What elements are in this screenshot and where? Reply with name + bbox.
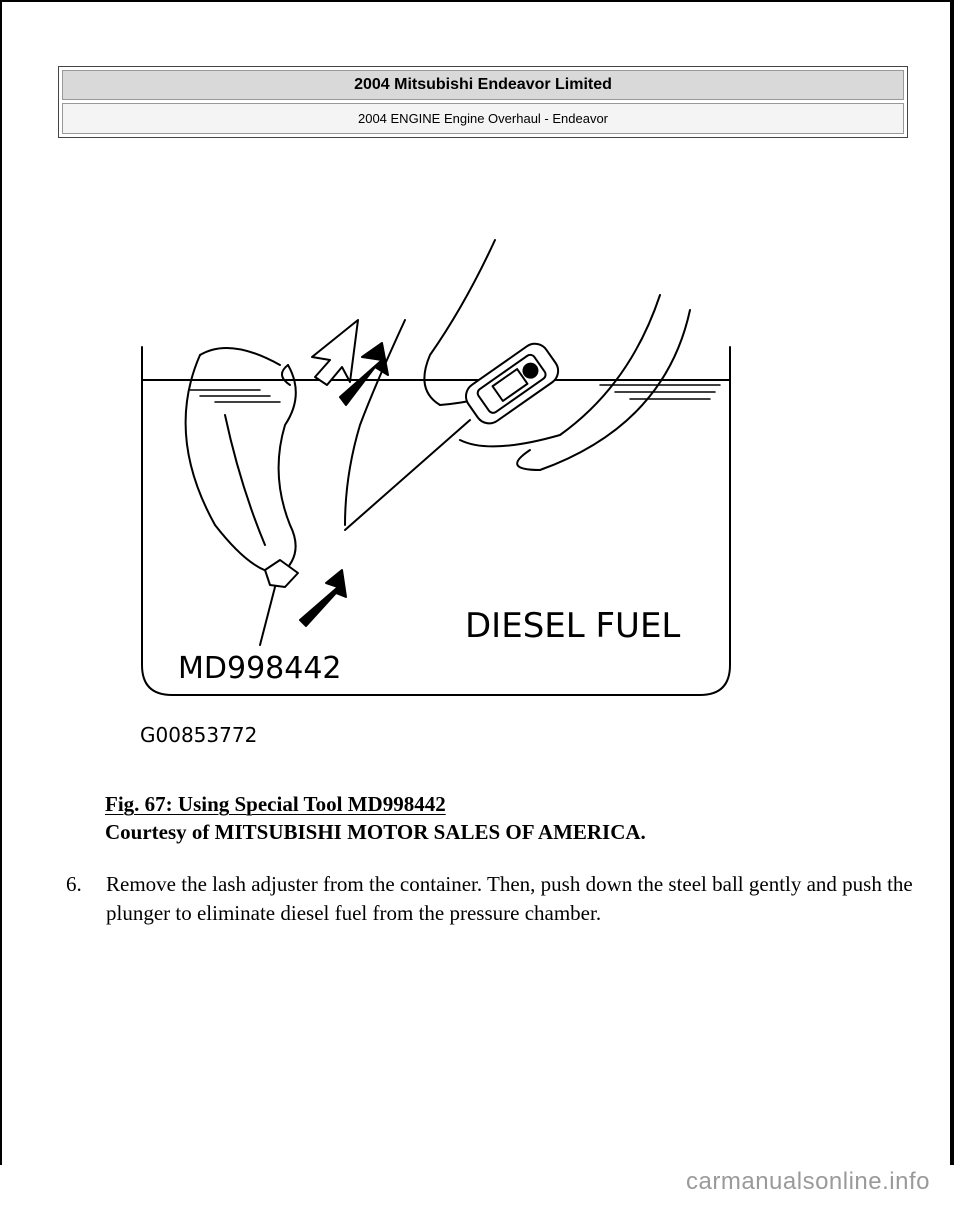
fuel-container (141, 346, 731, 696)
tool-number-label: MD998442 (178, 651, 342, 686)
step-text: Remove the lash adjuster from the contai… (106, 872, 913, 925)
arrow-up-icon (339, 342, 389, 406)
figure-title-link[interactable]: Fig. 67: Using Special Tool MD998442 (105, 792, 446, 816)
page-frame (0, 0, 954, 1165)
graphic-id-label: G00853772 (140, 723, 257, 747)
document-header: 2004 Mitsubishi Endeavor Limited 2004 EN… (58, 66, 908, 138)
figure-caption: Fig. 67: Using Special Tool MD998442 Cou… (105, 790, 905, 846)
left-hand-icon (184, 319, 406, 576)
right-hand-icon (423, 239, 691, 471)
arrow-outline-icon (311, 319, 359, 386)
step-number: 6. (66, 872, 82, 896)
courtesy-line: Courtesy of MITSUBISHI MOTOR SALES OF AM… (105, 820, 646, 844)
tool-tip (264, 559, 299, 588)
leader-line-tool (259, 586, 276, 646)
procedure-step: 6. Remove the lash adjuster from the con… (66, 870, 926, 928)
arrow-tip-icon (299, 569, 347, 627)
tool-wire (344, 419, 471, 531)
site-watermark: carmanualsonline.info (686, 1168, 930, 1195)
section-title: 2004 ENGINE Engine Overhaul - Endeavor (62, 103, 904, 134)
vehicle-title: 2004 Mitsubishi Endeavor Limited (62, 70, 904, 100)
figure-illustration: DIESEL FUEL MD998442 G00853772 (120, 225, 740, 755)
diesel-fuel-label: DIESEL FUEL (465, 606, 680, 646)
surface-ripples (189, 384, 721, 403)
lash-adjuster-icon (465, 342, 560, 425)
